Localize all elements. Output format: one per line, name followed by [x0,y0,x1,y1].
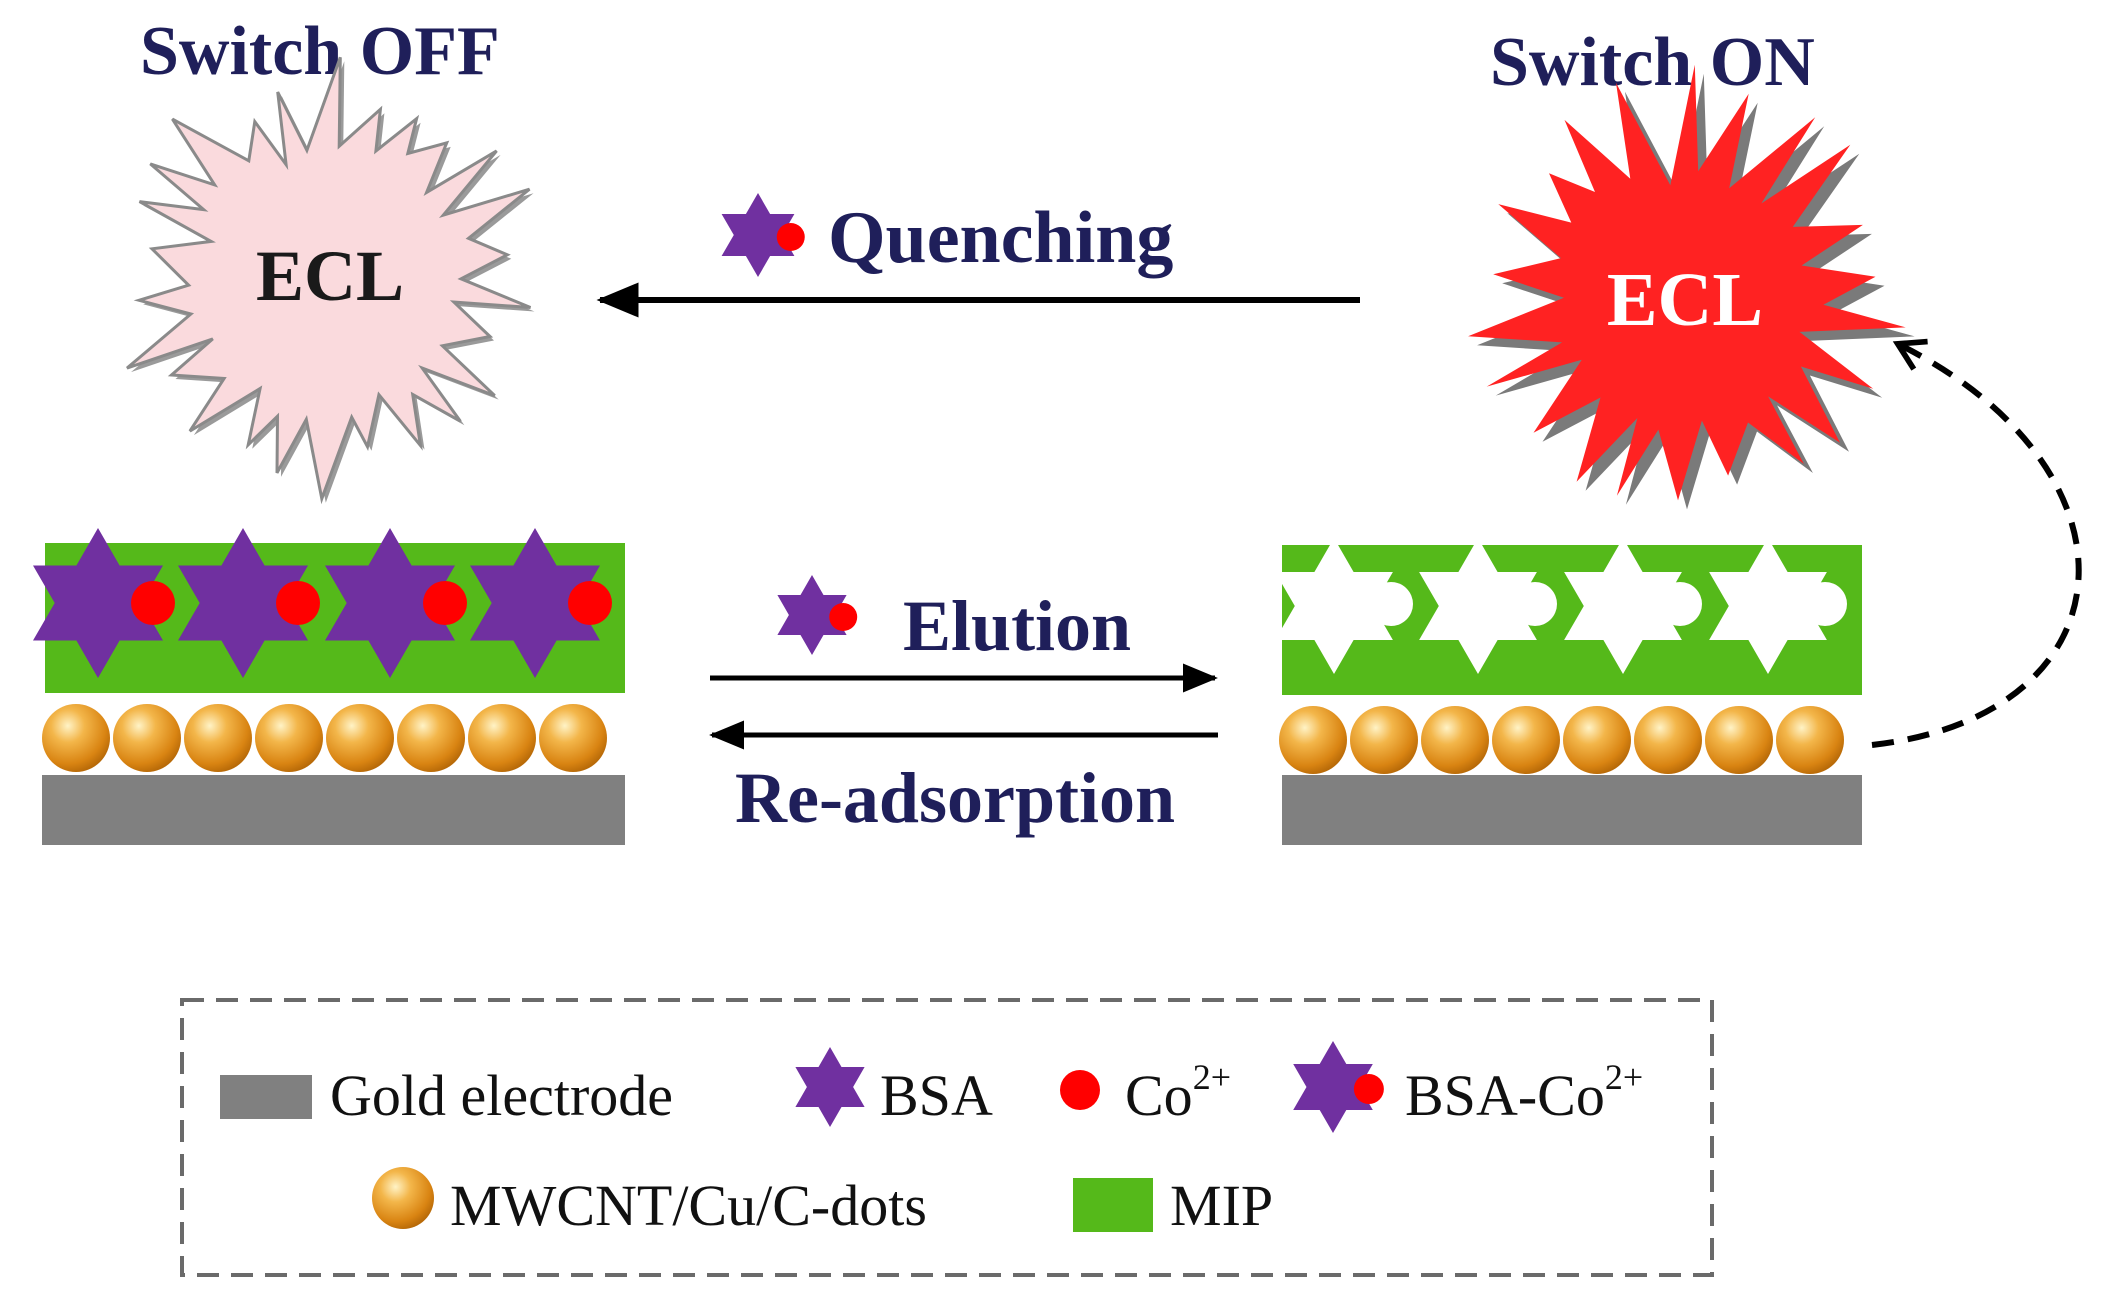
mwcnt-sphere-icon [255,704,323,772]
switch-off-group: Switch OFF ECL [126,13,535,505]
cavity-dot-icon [1513,582,1557,626]
cavity-dot-icon [1369,582,1413,626]
mwcnt-sphere-icon [1350,706,1418,774]
elution-step: Elution Re-adsorption [709,575,1218,838]
legend-mwcnt-sphere-icon [372,1167,434,1229]
co-dot-icon [829,603,858,631]
mwcnt-sphere-icon [42,704,110,772]
ecl-off-burst-icon [126,56,532,505]
bsa-co-complexes [33,528,612,678]
mwcnt-layer-left [42,704,607,772]
elution-label: Elution [903,586,1131,666]
ecl-on-burst-icon [1468,64,1906,501]
readsorption-label: Re-adsorption [735,758,1175,838]
bsa-co-complex-icon [777,575,858,655]
legend-mip-swatch [1073,1178,1153,1232]
mwcnt-sphere-icon [184,704,252,772]
legend-mip-label: MIP [1170,1173,1273,1238]
legend-bsa-star-icon [795,1047,865,1127]
mwcnt-sphere-icon [1563,706,1631,774]
co-dot-icon [423,581,467,625]
imprinted-cavities [1275,538,1847,674]
co-dot-icon [131,581,175,625]
cavity-dot-icon [1658,582,1702,626]
legend-co-dot-icon [1060,1070,1100,1110]
mwcnt-sphere-icon [468,704,536,772]
cavity-star-icon [1419,538,1537,674]
bsa-star-shape [795,1047,865,1127]
bsa-star-icon [777,575,847,655]
mwcnt-sphere-icon [1279,706,1347,774]
legend-gold-electrode-label: Gold electrode [330,1063,673,1128]
electrode-left [33,528,625,845]
signal-recovery-arrow [1871,338,2082,748]
mwcnt-sphere-icon [1776,706,1844,774]
co-dot-icon [1353,1074,1384,1104]
switch-off-title: Switch OFF [140,13,500,90]
bsa-star-icon [33,528,163,678]
ecl-off-label: ECL [256,236,404,316]
mwcnt-sphere-icon [539,704,607,772]
bsa-star-icon [721,193,795,277]
legend-gold-electrode-swatch [220,1075,312,1119]
mwcnt-layer-right [1279,706,1844,774]
co-dot-icon [776,223,805,251]
legend-mwcnt-label: MWCNT/Cu/C-dots [450,1173,927,1238]
mwcnt-sphere-icon [1634,706,1702,774]
legend-bsa-co-complex-icon [1293,1041,1384,1133]
legend-co-label: Co2+ [1125,1057,1231,1128]
bsa-star-icon [178,528,308,678]
mwcnt-sphere-icon [1705,706,1773,774]
bsa-star-icon [1293,1041,1373,1133]
cavity-dot-icon [1803,582,1847,626]
switch-on-title: Switch ON [1490,24,1815,101]
mwcnt-sphere-icon [1421,706,1489,774]
legend: Gold electrode BSA Co2+ BSA-Co2+ MWCNT/C… [180,998,1714,1277]
bsa-star-icon [470,528,600,678]
electrode-right [1275,538,1862,845]
mwcnt-sphere-icon [326,704,394,772]
co-dot-icon [276,581,320,625]
bsa-co-complex-icon [721,193,805,277]
cavity-star-icon [1709,538,1827,674]
cavity-star-icon [1564,538,1682,674]
co-dot-icon [568,581,612,625]
quenching-step: Quenching [596,193,1360,318]
mwcnt-sphere-icon [113,704,181,772]
switch-on-group: Switch ON ECL [1468,24,1915,510]
mwcnt-sphere-icon [397,704,465,772]
legend-bsa-label: BSA [880,1063,993,1128]
legend-bsa-co-label: BSA-Co2+ [1405,1057,1643,1128]
cavity-star-icon [1275,538,1393,674]
bsa-star-icon [325,528,455,678]
quenching-label: Quenching [828,197,1173,279]
mwcnt-sphere-icon [1492,706,1560,774]
legend-box [180,998,1714,1277]
gold-electrode-left [42,775,625,845]
gold-electrode-right [1282,775,1862,845]
ecl-on-label: ECL [1607,258,1763,342]
